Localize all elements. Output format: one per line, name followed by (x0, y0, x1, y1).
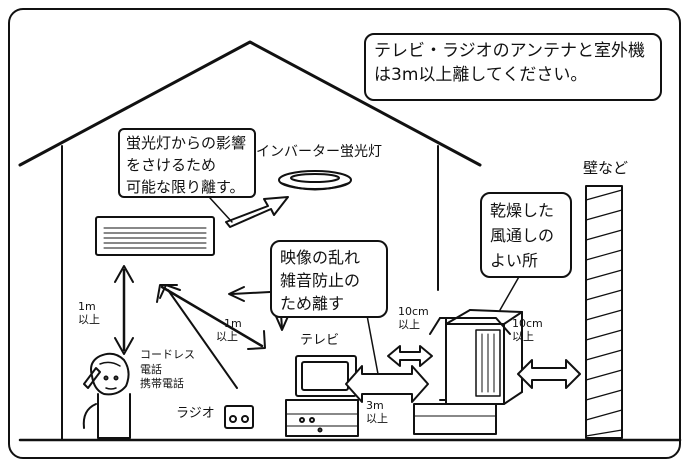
person-on-phone-icon (82, 352, 131, 439)
distance-ac-tv: 1m 以上 (216, 317, 242, 343)
arrow-unit-back (517, 359, 581, 389)
fluorescent-line-3: 可能な限り離す。 (126, 178, 245, 196)
interference-callout: 映像の乱れ 雑音防止の ため離す (270, 240, 388, 318)
distance-ac-phone: 1m 以上 (78, 300, 100, 326)
arrow-ac-to-phone (114, 265, 134, 355)
phone-label-mobile: 携帯電話 (140, 377, 184, 391)
phone-labels: コードレス 電話 携帯電話 (140, 348, 195, 390)
arrow-ac-to-radio (159, 284, 238, 389)
outdoor-unit-icon (413, 309, 523, 435)
radio-icon (224, 405, 254, 429)
distance-unit-front: 10cm 以上 (398, 305, 429, 331)
distance-ac-tv-unit: m (231, 317, 242, 330)
distance-unit-back: 10cm 以上 (512, 317, 543, 343)
distance-ac-phone-suffix: 以上 (78, 312, 100, 326)
distance-ac-phone-value: 1 (78, 300, 85, 313)
placement-line-1: 乾燥した (490, 201, 555, 220)
pointer-fluorescent (209, 197, 233, 223)
inverter-light-label: インバーター蛍光灯 (256, 144, 382, 160)
notice-line-2: は3m以上離してください。 (374, 65, 588, 85)
placement-callout: 乾燥した 風通しの よい所 (480, 192, 572, 278)
arrow-unit-front (387, 345, 433, 367)
distance-unit-front-suffix: 以上 (398, 317, 420, 331)
distance-tv-unit-suffix: 以上 (366, 411, 388, 425)
pointer-to-tv-arrow (365, 309, 379, 375)
interference-line-1: 映像の乱れ (280, 248, 361, 267)
outer-frame (8, 8, 681, 459)
distance-tv-unit-value: 3 (366, 399, 373, 412)
interference-line-2: 雑音防止の (280, 271, 361, 290)
radio-label: ラジオ (176, 406, 215, 421)
wall-label: 壁など (583, 159, 629, 177)
distance-unit-back-unit: cm (526, 317, 543, 330)
distance-unit-front-unit: cm (412, 305, 429, 318)
notice-callout: テレビ・ラジオのアンテナと室外機 は3m以上離してください。 (364, 33, 662, 101)
indoor-ac-unit-icon (95, 216, 215, 256)
tv-icon (285, 355, 359, 437)
distance-ac-phone-unit: m (85, 300, 96, 313)
arrow-tv-to-unit (345, 365, 429, 403)
ceiling-light-icon (278, 170, 352, 191)
distance-tv-unit: 3m 以上 (366, 399, 388, 425)
distance-unit-back-value: 10 (512, 317, 526, 330)
distance-unit-back-suffix: 以上 (512, 329, 534, 343)
interference-line-3: ため離す (280, 294, 345, 313)
distance-tv-unit-unit: m (373, 399, 384, 412)
wall-hatched (585, 185, 623, 439)
distance-ac-tv-suffix: 以上 (216, 329, 238, 343)
distance-unit-front-value: 10 (398, 305, 412, 318)
placement-line-3: よい所 (490, 251, 539, 270)
house-outline (18, 40, 682, 442)
arrow-ac-to-tv (156, 284, 266, 350)
fluorescent-callout: 蛍光灯からの影響 をさけるため 可能な限り離す。 (118, 128, 256, 198)
distance-ac-tv-value: 1 (224, 317, 231, 330)
phone-label-cordless: コードレス (140, 348, 195, 361)
fluorescent-line-2: をさけるため (126, 156, 217, 174)
arrow-ac-to-light (225, 196, 289, 228)
tv-label: テレビ (300, 333, 340, 348)
notice-line-1: テレビ・ラジオのアンテナと室外機 (374, 41, 645, 61)
placement-line-2: 風通しの (490, 226, 555, 245)
fluorescent-line-1: 蛍光灯からの影響 (126, 134, 247, 152)
phone-label-phone: 電話 (140, 362, 162, 376)
